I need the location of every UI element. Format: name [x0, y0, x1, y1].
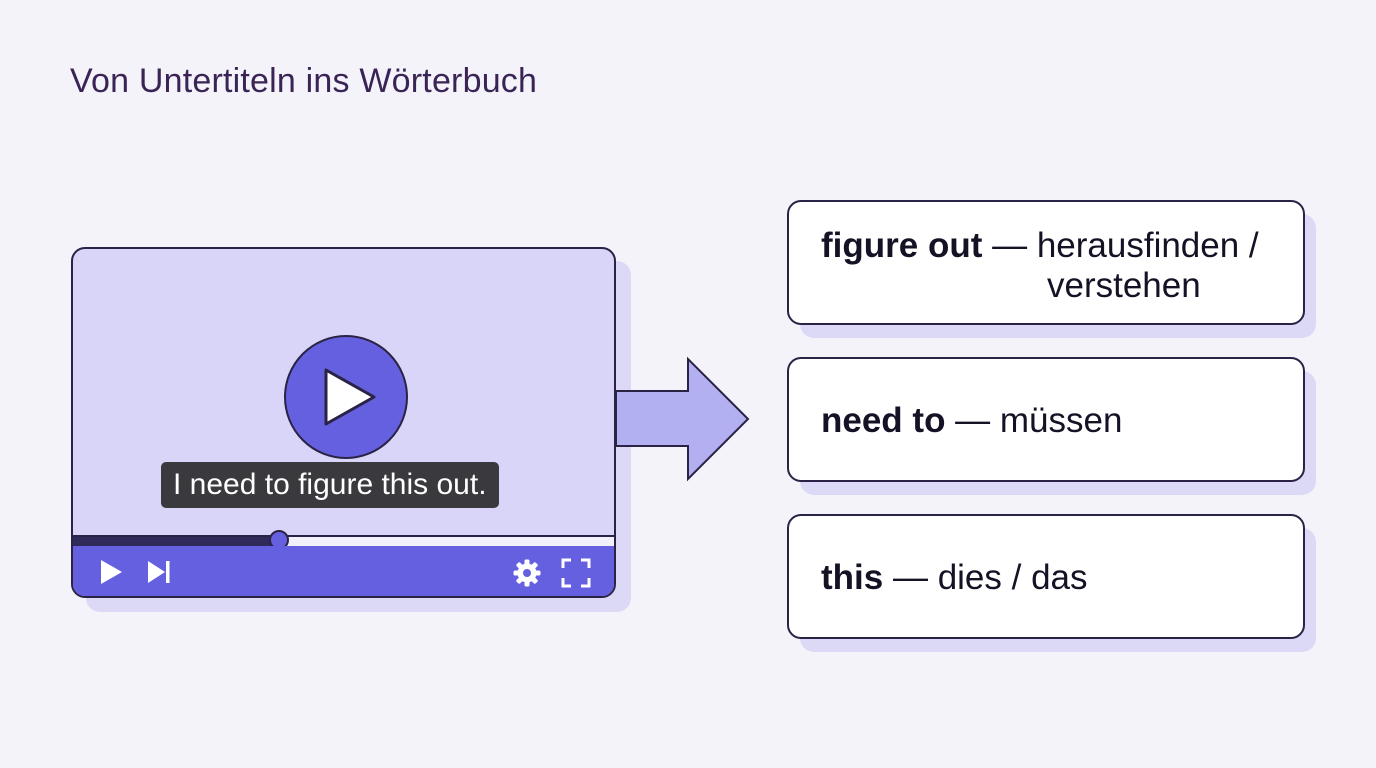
play-icon [101, 560, 122, 584]
skip-next-icon [148, 561, 170, 583]
card-dash: — [945, 401, 1000, 440]
dictionary-card-need-to[interactable]: need to — müssen [787, 357, 1305, 482]
fullscreen-button[interactable] [561, 558, 591, 593]
card-dash: — [982, 226, 1037, 265]
arrow-right-icon [616, 356, 750, 482]
fullscreen-icon [561, 558, 591, 588]
card-dash: — [883, 558, 938, 597]
video-player[interactable]: I need to figure this out. [71, 247, 616, 598]
card-line: need to — müssen [821, 401, 1122, 441]
card-term: figure out [821, 226, 983, 265]
big-play-button[interactable] [284, 335, 408, 459]
control-bar [73, 546, 614, 596]
card-line: this — dies / das [821, 558, 1088, 598]
gear-icon [513, 559, 541, 587]
card-line: figure out — herausfinden / [821, 226, 1259, 266]
page-title: Von Untertiteln ins Wörterbuch [70, 62, 538, 100]
dictionary-card-this[interactable]: this — dies / das [787, 514, 1305, 639]
card-translation: dies / das [937, 558, 1088, 597]
play-button[interactable] [97, 558, 125, 591]
progress-bar[interactable] [73, 530, 614, 550]
dictionary-card-figure-out[interactable]: figure out — herausfinden / verstehen [787, 200, 1305, 325]
card-translation: müssen [999, 401, 1123, 440]
card-translation: herausfinden / [1036, 226, 1259, 265]
skip-next-button[interactable] [145, 558, 173, 591]
progress-fill [73, 537, 279, 546]
subtitle-caption[interactable]: I need to figure this out. [161, 462, 499, 508]
card-term: need to [821, 401, 946, 440]
card-term: this [821, 558, 884, 597]
settings-button[interactable] [512, 558, 542, 593]
card-translation-continued: verstehen [1047, 266, 1201, 305]
play-icon [324, 368, 376, 426]
